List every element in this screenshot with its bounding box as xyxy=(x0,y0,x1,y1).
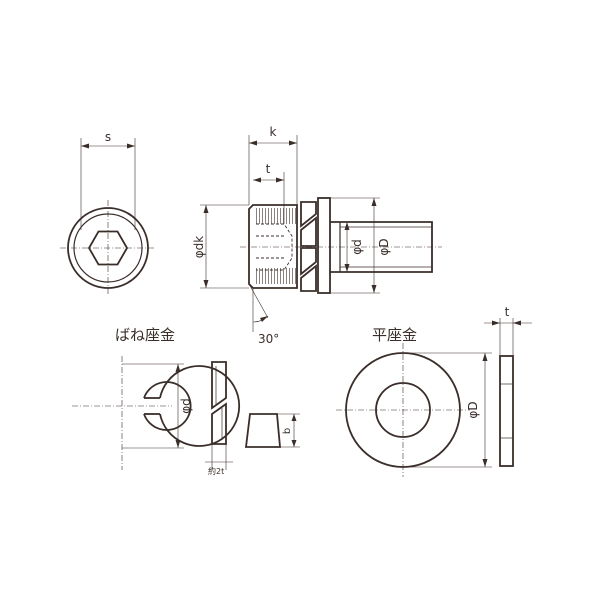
arrow-icon xyxy=(175,364,181,372)
angle-chamfer-line xyxy=(248,283,269,319)
arrow-icon xyxy=(175,440,181,448)
spring-d-label: φd xyxy=(179,398,193,414)
arrow-icon xyxy=(371,285,377,293)
spring-washer-title: ばね座金 xyxy=(115,326,175,344)
flat-edge-hatch-bottom xyxy=(499,437,514,467)
arrow-icon xyxy=(344,222,350,230)
angle-label: 30° xyxy=(258,332,279,346)
arrow-icon xyxy=(492,320,500,326)
arrow-icon xyxy=(203,205,209,213)
arrow-icon xyxy=(203,280,209,288)
dk-label: φdk xyxy=(192,236,206,259)
spring-b-label: b xyxy=(282,428,293,434)
arrow-icon xyxy=(291,414,297,421)
arrow-icon xyxy=(371,198,377,206)
arrow-icon xyxy=(291,440,297,447)
knurl-top xyxy=(256,208,296,224)
arrow-icon xyxy=(513,320,521,326)
spring-ring-outer xyxy=(159,365,241,447)
spring-ring-inner xyxy=(143,381,192,431)
spring-washer-section: ばね座金 φd 約2t b xyxy=(72,326,300,476)
spring-washer-lower-a xyxy=(300,247,317,276)
knurl-bottom xyxy=(256,268,296,284)
flat-edge-hatch-top xyxy=(499,355,514,385)
d-bolt-label: φd xyxy=(350,239,364,255)
flat-washer-side xyxy=(317,197,331,294)
s-label: s xyxy=(105,130,111,144)
k-label: k xyxy=(270,125,277,139)
D-bolt-label: φD xyxy=(377,238,391,255)
spring-washer-mid xyxy=(300,216,317,247)
arrow-icon xyxy=(482,353,488,361)
arrow-icon xyxy=(249,140,257,146)
spring-washer-upper xyxy=(300,201,317,228)
flat-t-label: t xyxy=(505,305,510,319)
hex-socket-icon xyxy=(87,230,129,266)
flat-edge-view xyxy=(499,355,514,467)
arrow-icon xyxy=(253,177,261,183)
arrow-icon xyxy=(289,140,297,146)
flat-washer-section: 平座金 φD t xyxy=(336,305,532,477)
t-head-label: t xyxy=(266,162,271,176)
arrow-icon xyxy=(276,177,284,183)
spring-cross-section xyxy=(244,413,281,448)
head-end-view: s xyxy=(60,130,156,296)
arrow-icon xyxy=(81,143,89,149)
spring-washer-lower-b xyxy=(300,264,317,292)
arrow-icon xyxy=(482,459,488,467)
flat-D-label: φD xyxy=(466,401,480,418)
bolt-side-view: k t φdk φd φD 30° xyxy=(192,125,442,346)
arrow-icon xyxy=(127,143,135,149)
arrow-icon xyxy=(344,264,350,272)
arrow-icon xyxy=(260,316,268,322)
spring-width-label: 約2t xyxy=(208,466,224,476)
flat-washer-title: 平座金 xyxy=(372,326,417,344)
spring-edge-upper xyxy=(211,361,227,410)
